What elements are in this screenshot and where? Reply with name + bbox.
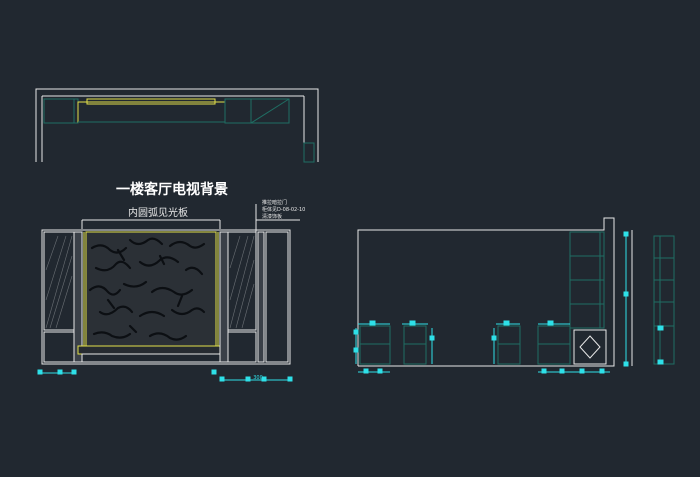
side-cabinet-1 xyxy=(359,325,391,365)
drawing-subtitle: 内圆弧见光板 xyxy=(128,206,188,219)
annotation-block: 推拉暗拉门 柜体见D-08-02-10 清漆饰板 xyxy=(255,199,305,232)
marble-veins xyxy=(88,237,206,341)
side-cabinet-4 xyxy=(537,325,571,365)
shelf-section-dimensions xyxy=(657,325,664,365)
plan-tv-niche xyxy=(77,101,226,123)
shelf-section xyxy=(653,235,675,365)
side-cabinet-3 xyxy=(497,325,521,365)
door-panel xyxy=(265,231,289,363)
shelf-tower xyxy=(569,231,605,329)
right-glass-panel xyxy=(227,231,257,331)
plan-outline xyxy=(35,88,319,162)
side-cabinet-2 xyxy=(403,325,427,365)
plan-cabinet-left-inner xyxy=(73,98,79,124)
side-elevation xyxy=(357,217,615,367)
elevation-outline xyxy=(41,229,291,365)
annotation-line-3: 清漆饰板 xyxy=(262,213,282,220)
side-elevation-dimensions xyxy=(353,231,629,374)
drawing-title: 一楼客厅电视背景 xyxy=(116,181,228,198)
tv-console xyxy=(77,345,225,355)
plan-door-swing xyxy=(250,98,290,124)
plan-led-strip xyxy=(86,98,216,105)
right-lower-cabinet xyxy=(227,331,257,363)
appliance-box xyxy=(573,329,607,365)
appliance-diamond xyxy=(579,335,601,359)
plan-view xyxy=(35,88,319,163)
right-side-post xyxy=(219,231,229,363)
left-glass-hatch xyxy=(45,235,73,329)
plan-cabinet-left xyxy=(43,98,75,124)
tv-console-base xyxy=(81,353,221,363)
marble-panel xyxy=(85,231,217,347)
front-elevation-dimensions xyxy=(37,369,293,382)
annotation-line-2: 柜体见D-08-02-10 xyxy=(262,206,305,213)
left-lower-cabinet xyxy=(43,331,75,363)
plan-cabinet-far-right xyxy=(250,98,290,124)
annotation-line-1: 推拉暗拉门 xyxy=(262,199,287,206)
dimension-label: 300 xyxy=(253,375,263,381)
right-glass-hatch xyxy=(229,235,255,329)
left-side-post xyxy=(73,231,83,363)
door-post xyxy=(257,231,265,363)
plan-cabinet-right xyxy=(224,98,252,124)
plan-door-panel xyxy=(303,142,315,163)
side-outline xyxy=(357,217,615,367)
front-elevation xyxy=(41,229,291,365)
